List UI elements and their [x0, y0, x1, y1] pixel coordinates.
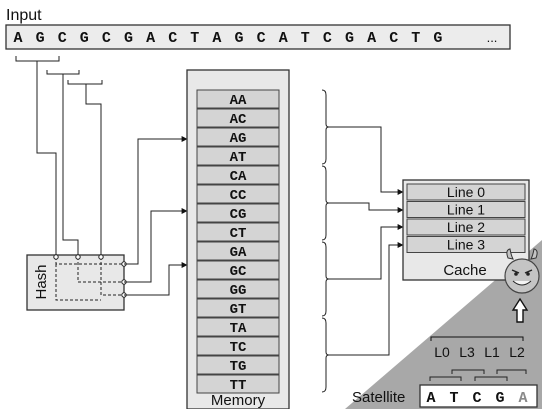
hash-label: Hash	[33, 264, 50, 299]
input-base: C	[58, 30, 67, 47]
memory-row-label: TC	[230, 340, 247, 356]
input-base: C	[102, 30, 111, 47]
memory-row	[196, 241, 280, 261]
cache-line	[406, 201, 526, 218]
cache-label: Cache	[443, 262, 486, 279]
input-base: G	[433, 30, 442, 47]
memory-row	[196, 355, 280, 375]
input-base: G	[345, 30, 354, 47]
input-base: A	[212, 30, 221, 47]
satellite-base: C	[472, 390, 481, 407]
input-to-hash-wires	[36, 61, 102, 257]
memory-row-label: AC	[230, 112, 247, 128]
up-arrow-icon	[511, 297, 529, 323]
satellite-base: A	[518, 390, 527, 407]
input-base: G	[80, 30, 89, 47]
input-base: G	[234, 30, 243, 47]
input-base: C	[257, 30, 266, 47]
cache-line-label: Line 0	[447, 184, 485, 200]
input-base: C	[389, 30, 398, 47]
observed-line-label: L3	[459, 344, 475, 360]
memory-row-label: GG	[230, 283, 247, 299]
input-title: Input	[6, 7, 42, 24]
memory-to-cache-wires	[329, 126, 404, 356]
input-base: T	[301, 30, 310, 47]
input-base: A	[146, 30, 155, 47]
memory-row	[196, 203, 280, 223]
memory-row-label: CG	[230, 207, 247, 223]
satellite-region	[345, 240, 542, 409]
memory-row	[196, 89, 280, 109]
memory-label: Memory	[211, 392, 266, 409]
input-base: A	[13, 30, 22, 47]
input-base: A	[279, 30, 288, 47]
input-base: T	[190, 30, 199, 47]
memory-row	[196, 260, 280, 280]
observed-line-label: L2	[509, 344, 525, 360]
devil-icon	[504, 248, 540, 294]
memory-row	[196, 336, 280, 356]
input-ellipsis: ...	[487, 30, 498, 45]
memory-row	[196, 108, 280, 128]
input-sequence-box	[5, 24, 511, 50]
memory-row	[196, 146, 280, 166]
memory-row-label: GC	[230, 264, 247, 280]
input-base: C	[168, 30, 177, 47]
input-windows	[15, 56, 103, 85]
memory-row-label: AA	[230, 93, 247, 109]
satellite-label: Satellite	[352, 389, 405, 406]
input-base: A	[367, 30, 376, 47]
memory-row	[196, 184, 280, 204]
hash-junctions	[53, 254, 127, 298]
satellite-base: T	[449, 390, 458, 407]
cache-line	[406, 218, 526, 236]
memory-row	[196, 374, 280, 394]
input-base: T	[411, 30, 420, 47]
memory-row-label: TG	[230, 359, 247, 375]
memory-row-label: GT	[230, 302, 247, 318]
window-3	[67, 80, 103, 85]
memory-row-label: AT	[230, 150, 247, 166]
memory-row-label: CA	[230, 169, 247, 185]
memory-row	[196, 298, 280, 318]
cache-line	[406, 183, 526, 201]
observed-order-bracket	[430, 336, 524, 341]
cache-line-label: Line 2	[447, 219, 485, 235]
memory-row	[196, 127, 280, 147]
satellite-windows	[429, 369, 527, 381]
observed-line-label: L0	[434, 344, 450, 360]
cache-line	[406, 236, 526, 253]
hash-internal-wires	[55, 257, 124, 301]
satellite-base: A	[426, 390, 435, 407]
input-base: C	[323, 30, 332, 47]
memory-row-label: CC	[230, 188, 247, 204]
observed-line-label: L1	[484, 344, 500, 360]
memory-row-label: GA	[230, 245, 247, 261]
memory-group-braces	[321, 89, 330, 393]
window-1	[15, 56, 60, 62]
memory-row-label: CT	[230, 226, 247, 242]
window-2	[46, 70, 80, 75]
memory-row-label: TA	[230, 321, 247, 337]
satellite-sequence-box	[419, 384, 538, 408]
memory-rows: AA AC AG AT CA CC CG CT GA GC GG GT TA TC TG TT	[196, 89, 280, 394]
memory-row-label: AG	[230, 131, 247, 147]
memory-row	[196, 222, 280, 242]
input-base: G	[124, 30, 133, 47]
observed-order: L0 L3 L1 L2	[434, 344, 525, 360]
input-base: G	[36, 30, 45, 47]
hash-to-memory-wires	[124, 136, 188, 296]
satellite-base: G	[495, 390, 504, 407]
memory-row	[196, 279, 280, 299]
cache-line-label: Line 3	[447, 237, 485, 253]
memory-row	[196, 317, 280, 337]
cache-line-label: Line 1	[447, 202, 485, 218]
memory-row	[196, 165, 280, 185]
memory-row-label: TT	[230, 378, 247, 394]
